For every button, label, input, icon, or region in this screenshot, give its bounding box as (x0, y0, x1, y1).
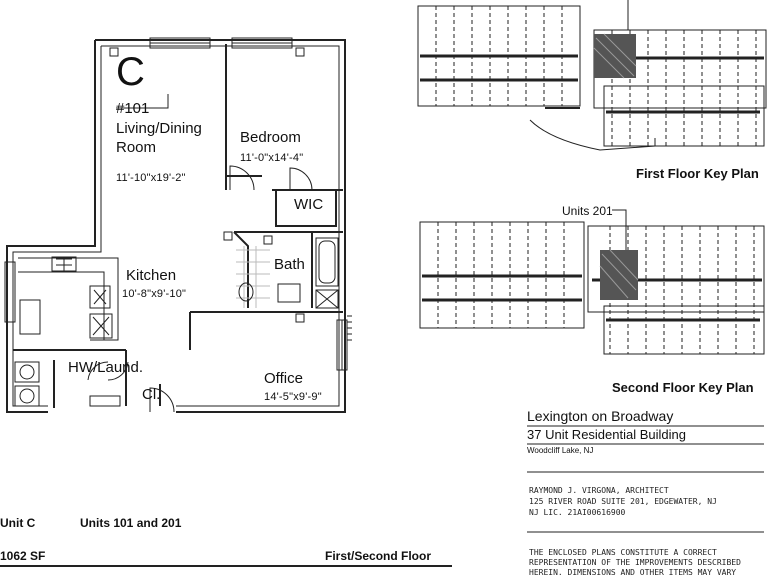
project-subtitle: 37 Unit Residential Building (527, 427, 686, 442)
room-label-bedroom: Bedroom (240, 129, 301, 146)
dryer (14, 385, 40, 407)
washer (14, 361, 40, 383)
wic-box (275, 190, 337, 227)
door-wic (289, 167, 313, 191)
room-dim-kitchen: 10'-8"x9'-10" (122, 288, 187, 300)
bath-wall-left (233, 231, 249, 308)
kitchen-fridge (89, 313, 113, 339)
room-label-laundry: HW/Laund. (68, 359, 144, 376)
kitchen-island (19, 299, 41, 335)
key-plan-title-second: Second Floor Key Plan (612, 380, 754, 395)
footer-units-label: Units 101 and 201 (80, 516, 182, 530)
room-label-living-line2: Room (116, 139, 157, 156)
room-dim-office: 14'-5"x9'-9" (264, 391, 322, 403)
outer-wall-inner (101, 45, 340, 407)
architect-line: RAYMOND J. VIRGONA, ARCHITECT (529, 486, 669, 495)
project-name: Lexington on Broadway (527, 408, 674, 424)
key-plan-callout: Units 201 (562, 204, 613, 218)
door-laundry (87, 361, 129, 381)
room-label-wic: WIC (294, 196, 324, 213)
room-dim-bedroom: 11'-0"x14'-4" (240, 152, 304, 164)
room-label-kitchen: Kitchen (126, 267, 177, 284)
room-label-living-line1: Living/Dining (116, 120, 202, 137)
water-heater (89, 395, 121, 407)
architect-line: NJ LIC. 21AI00616900 (529, 508, 626, 517)
unit-letter: C (116, 50, 145, 94)
kitchen-stove (89, 285, 111, 309)
disclaimer-line: HEREIN. DIMENSIONS AND OTHER ITEMS MAY V… (529, 568, 737, 577)
window-kitchen (4, 261, 16, 323)
project-location: Woodcliff Lake, NJ (527, 446, 594, 455)
room-label-office: Office (264, 370, 303, 387)
toilet (238, 282, 254, 302)
architect-info: RAYMOND J. VIRGONA, ARCHITECT 125 RIVER … (529, 485, 717, 518)
room-dim-living: 11'-10"x19'-2" (116, 172, 186, 184)
outer-wall (95, 39, 346, 413)
room-label-bath: Bath (274, 256, 305, 273)
disclaimer: THE ENCLOSED PLANS CONSTITUTE A CORRECT … (529, 548, 741, 578)
architect-line: 125 RIVER ROAD SUITE 201, EDGEWATER, NJ (529, 497, 717, 506)
second-floor-key-plan (419, 209, 765, 355)
room-label-living: Living/Dining Room (116, 119, 202, 157)
outer-wall-left (6, 40, 96, 413)
footer-unit-label: Unit C (0, 516, 36, 530)
unit-number: #101 (116, 100, 150, 117)
room-label-closet: Cl. (142, 386, 161, 403)
bath-linen (315, 289, 339, 309)
disclaimer-line: REPRESENTATION OF THE IMPROVEMENTS DESCR… (529, 558, 741, 567)
key-plan-title-first: First Floor Key Plan (636, 166, 759, 181)
footer-area: 1062 SF (0, 549, 46, 563)
disclaimer-line: THE ENCLOSED PLANS CONSTITUTE A CORRECT (529, 548, 717, 557)
bathtub (315, 237, 339, 287)
bath-vanity (277, 283, 301, 303)
door-entry (149, 387, 175, 413)
first-floor-key-plan (417, 0, 767, 151)
footer-floors: First/Second Floor (325, 549, 432, 563)
door-bedroom (229, 165, 255, 191)
